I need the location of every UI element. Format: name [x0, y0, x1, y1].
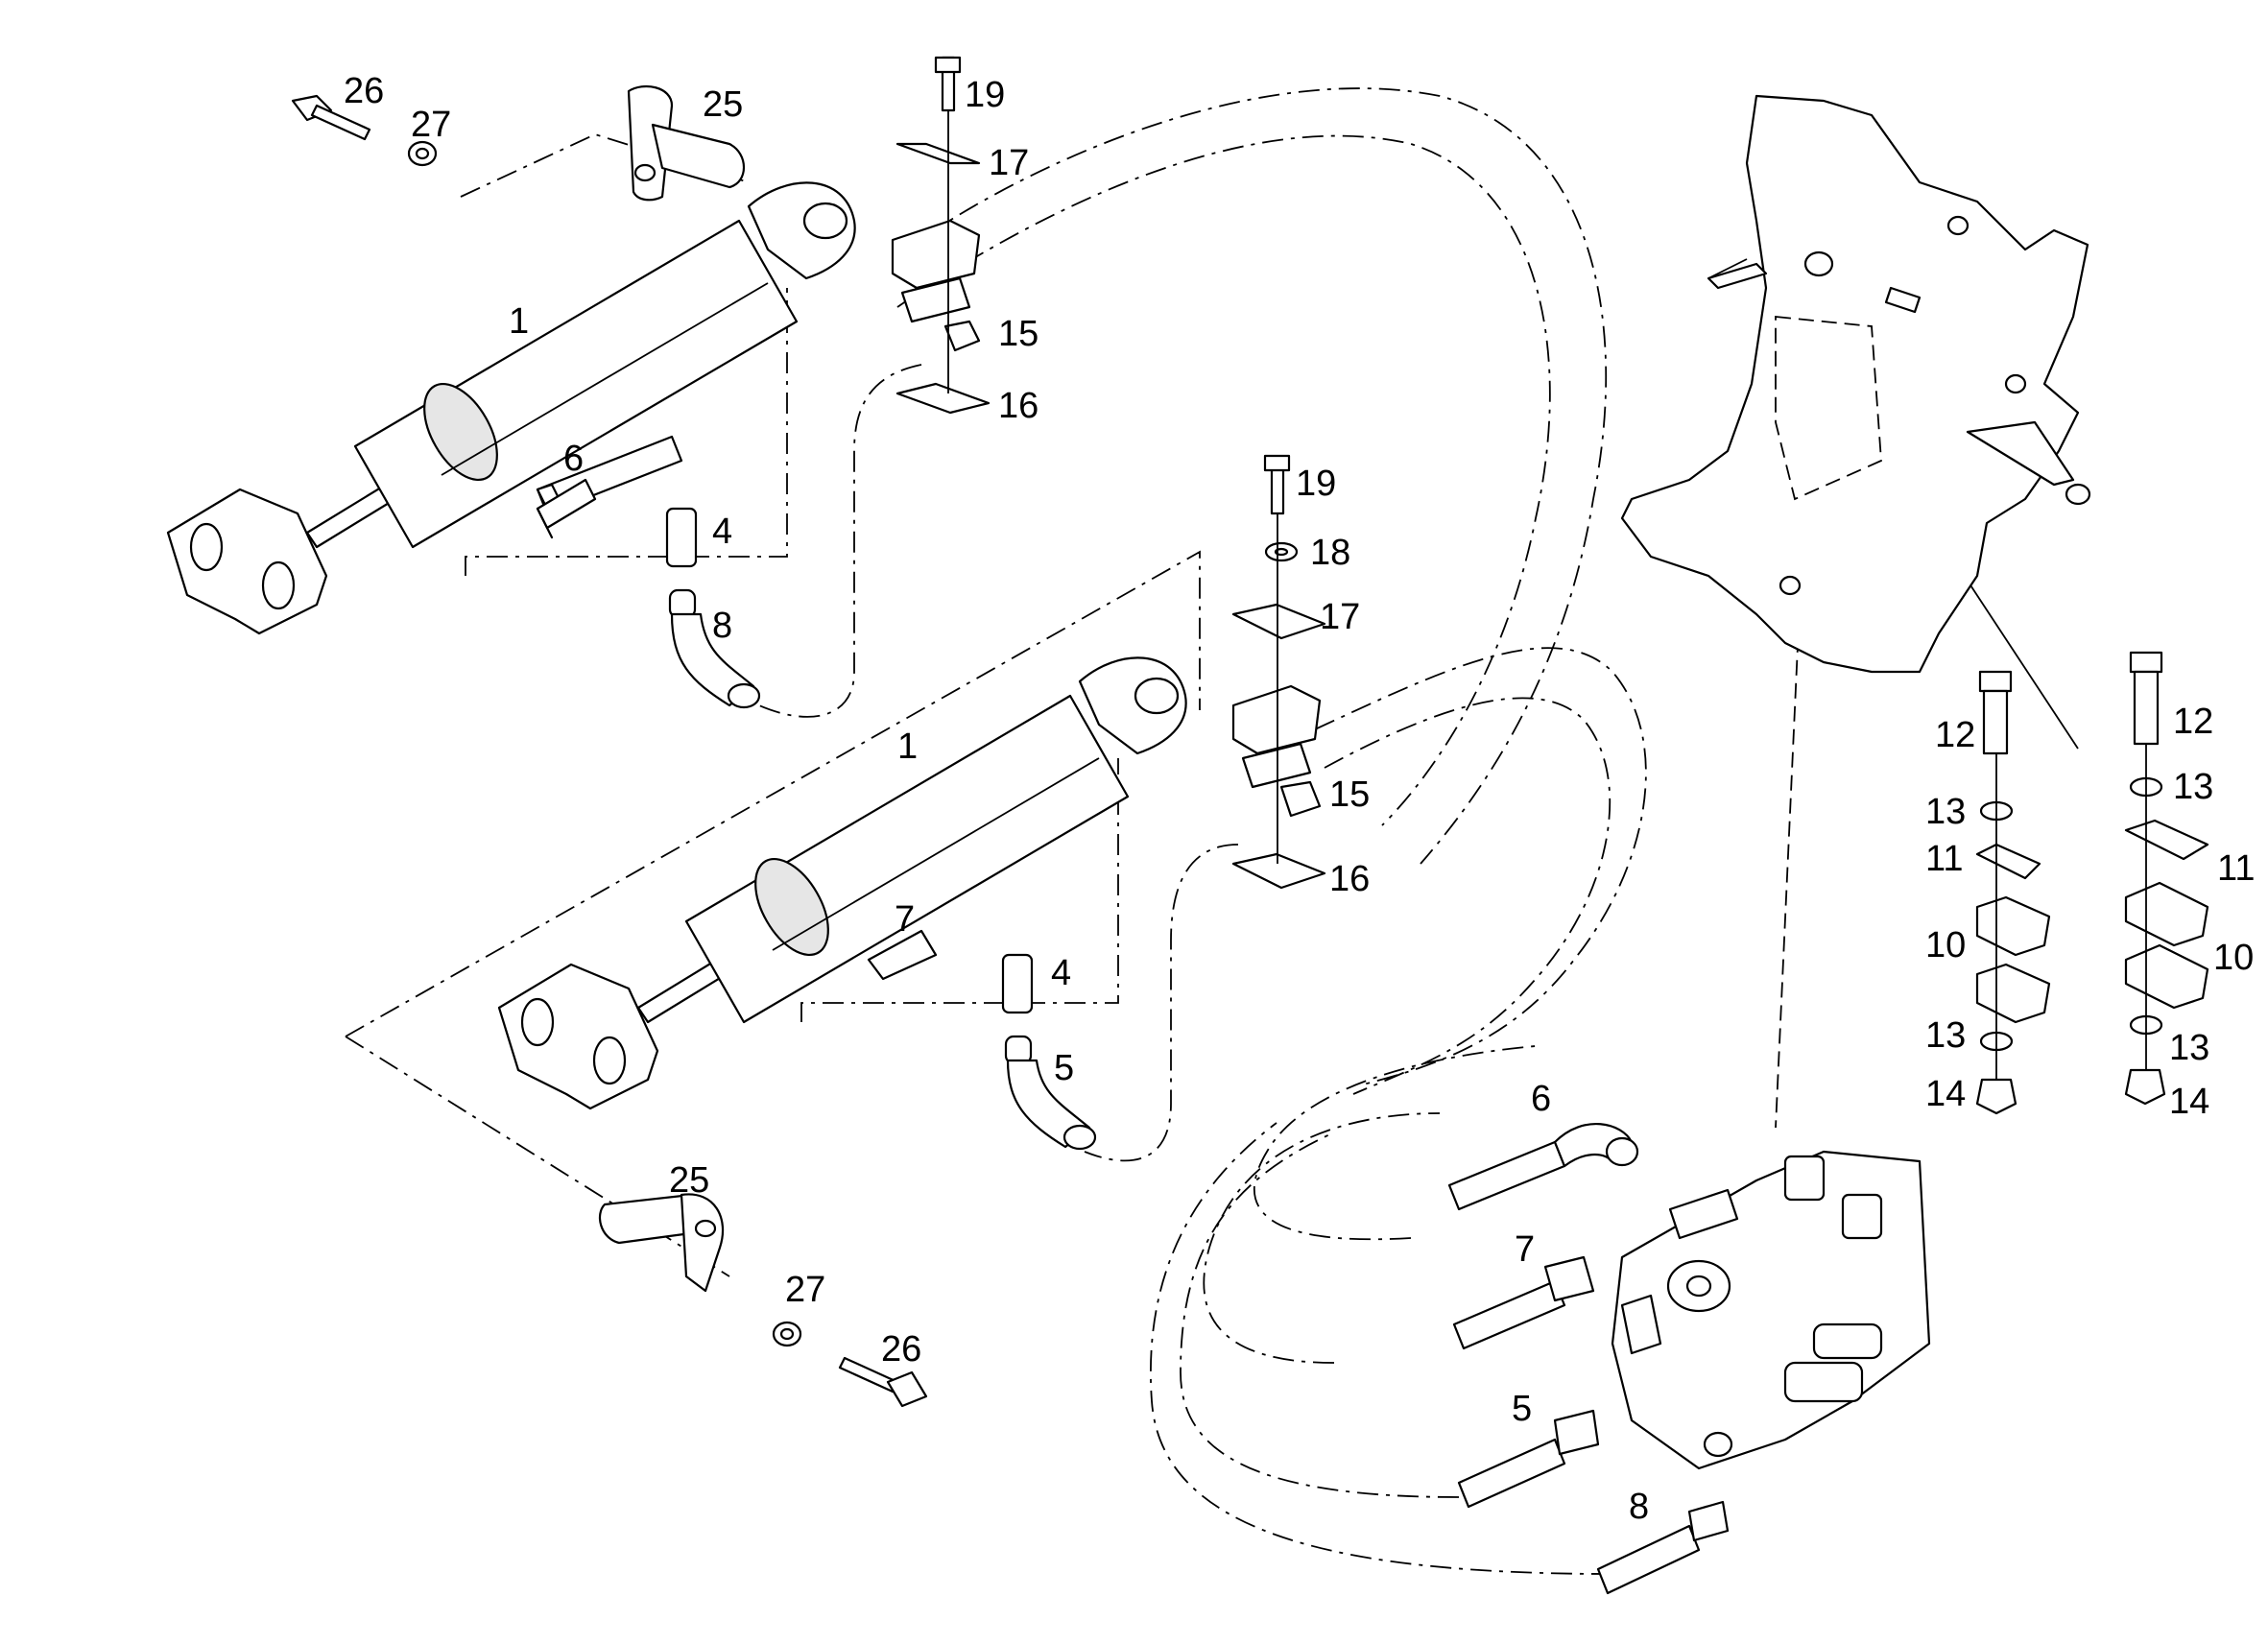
callout-4: 4: [1051, 953, 1071, 993]
callout-1: 1: [509, 301, 529, 342]
upper-fittings: [536, 478, 761, 709]
callout-14: 14: [2169, 1082, 2209, 1122]
callout-11: 11: [1925, 839, 1963, 879]
callout-5: 5: [1512, 1389, 1532, 1429]
callout-12: 12: [2173, 702, 2213, 742]
callout-19: 19: [1296, 464, 1336, 504]
part-callouts: 26 27 25 19 17 1 15 16 6 4 8 19 18 17 1 …: [344, 71, 2255, 1527]
callout-26: 26: [344, 71, 384, 111]
callout-12: 12: [1935, 715, 1975, 755]
callout-7: 7: [1515, 1229, 1535, 1270]
lower-fittings: [867, 929, 1097, 1151]
callout-10: 10: [1925, 925, 1966, 965]
callout-27: 27: [411, 105, 451, 145]
callout-25: 25: [669, 1160, 709, 1201]
callout-13: 13: [2173, 767, 2213, 807]
machine-frame: [1620, 94, 2091, 674]
callout-4: 4: [712, 512, 732, 552]
callout-17: 17: [989, 143, 1029, 183]
callout-15: 15: [1329, 774, 1370, 815]
upper-pin-and-bolt: [291, 84, 745, 202]
right-clamp-stack-2: [2124, 651, 2209, 1106]
callout-10: 10: [2213, 938, 2254, 978]
callout-5: 5: [1054, 1048, 1074, 1088]
lower-hydraulic-cylinder: [497, 656, 1187, 1110]
callout-18: 18: [1310, 533, 1350, 573]
upper-clamp-stack: [891, 56, 991, 415]
callout-16: 16: [998, 386, 1039, 426]
callout-6: 6: [563, 439, 584, 479]
callout-15: 15: [998, 314, 1039, 354]
callout-6: 6: [1531, 1079, 1551, 1119]
upper-hydraulic-cylinder: [166, 181, 856, 635]
callout-13: 13: [2169, 1028, 2209, 1068]
callout-8: 8: [712, 606, 732, 646]
callout-1: 1: [897, 727, 918, 767]
control-valve: [1611, 1150, 1931, 1470]
callout-27: 27: [785, 1270, 825, 1310]
lower-pin-and-bolt: [598, 1193, 928, 1408]
callout-13: 13: [1925, 792, 1966, 832]
callout-19: 19: [965, 75, 1005, 115]
callout-14: 14: [1925, 1074, 1966, 1114]
callout-25: 25: [703, 84, 743, 125]
callout-13: 13: [1925, 1015, 1966, 1056]
callout-17: 17: [1320, 597, 1360, 637]
callout-11: 11: [2217, 848, 2255, 889]
right-clamp-stack-1: [1975, 670, 2051, 1115]
callout-7: 7: [895, 899, 915, 940]
valve-hoses: [1447, 1122, 1730, 1595]
callout-16: 16: [1329, 859, 1370, 899]
callout-26: 26: [881, 1329, 921, 1370]
callout-8: 8: [1629, 1487, 1649, 1527]
lower-clamp-stack: [1231, 454, 1326, 890]
